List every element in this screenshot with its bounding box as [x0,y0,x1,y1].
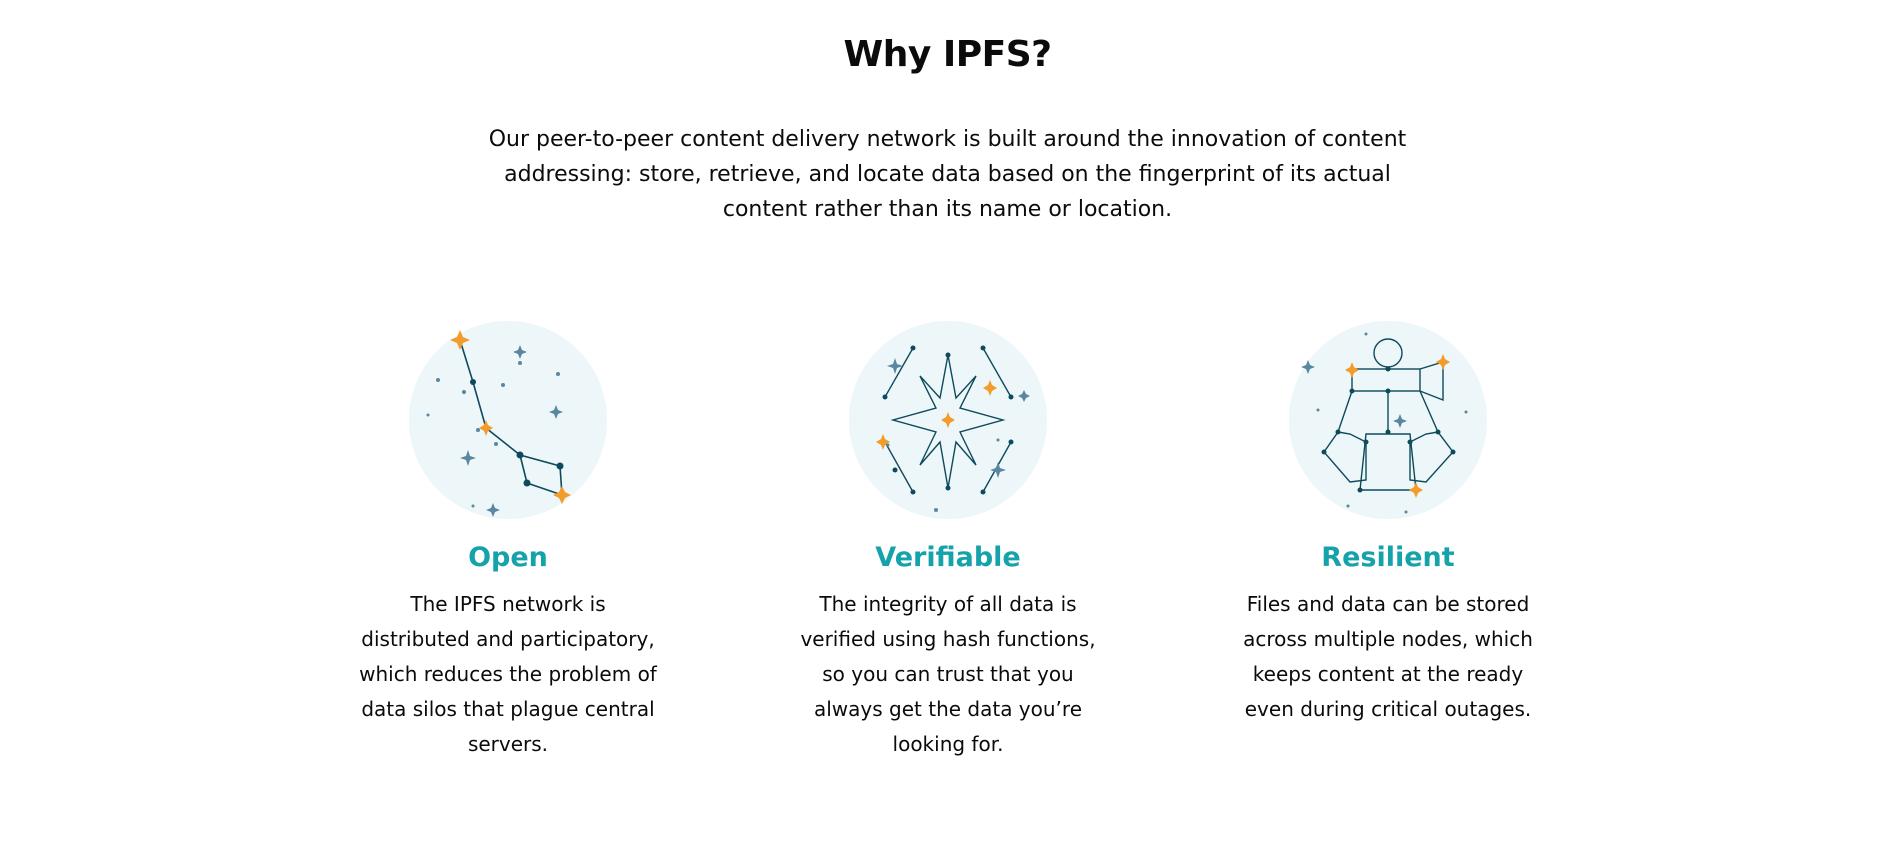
feature-verifiable: Verifiable The integrity of all data is … [768,320,1128,762]
feature-open: Open The IPFS network is distributed and… [328,320,688,762]
compass-star-constellation-icon [849,321,1047,519]
section-lead: Our peer-to-peer content delivery networ… [488,127,1407,222]
feature-text: The IPFS network is distributed and part… [359,592,657,756]
feature-title: Verifiable [875,542,1021,573]
feature-title: Open [468,542,548,573]
feature-text: Files and data can be stored across mult… [1243,592,1533,721]
feature-text: The integrity of all data is verified us… [800,592,1096,756]
section-title: Why IPFS? [843,34,1052,75]
figure-constellation-icon [1289,321,1487,519]
feature-title: Resilient [1321,542,1455,573]
big-dipper-constellation-icon [409,321,607,519]
feature-resilient: Resilient Files and data can be stored a… [1208,320,1568,727]
